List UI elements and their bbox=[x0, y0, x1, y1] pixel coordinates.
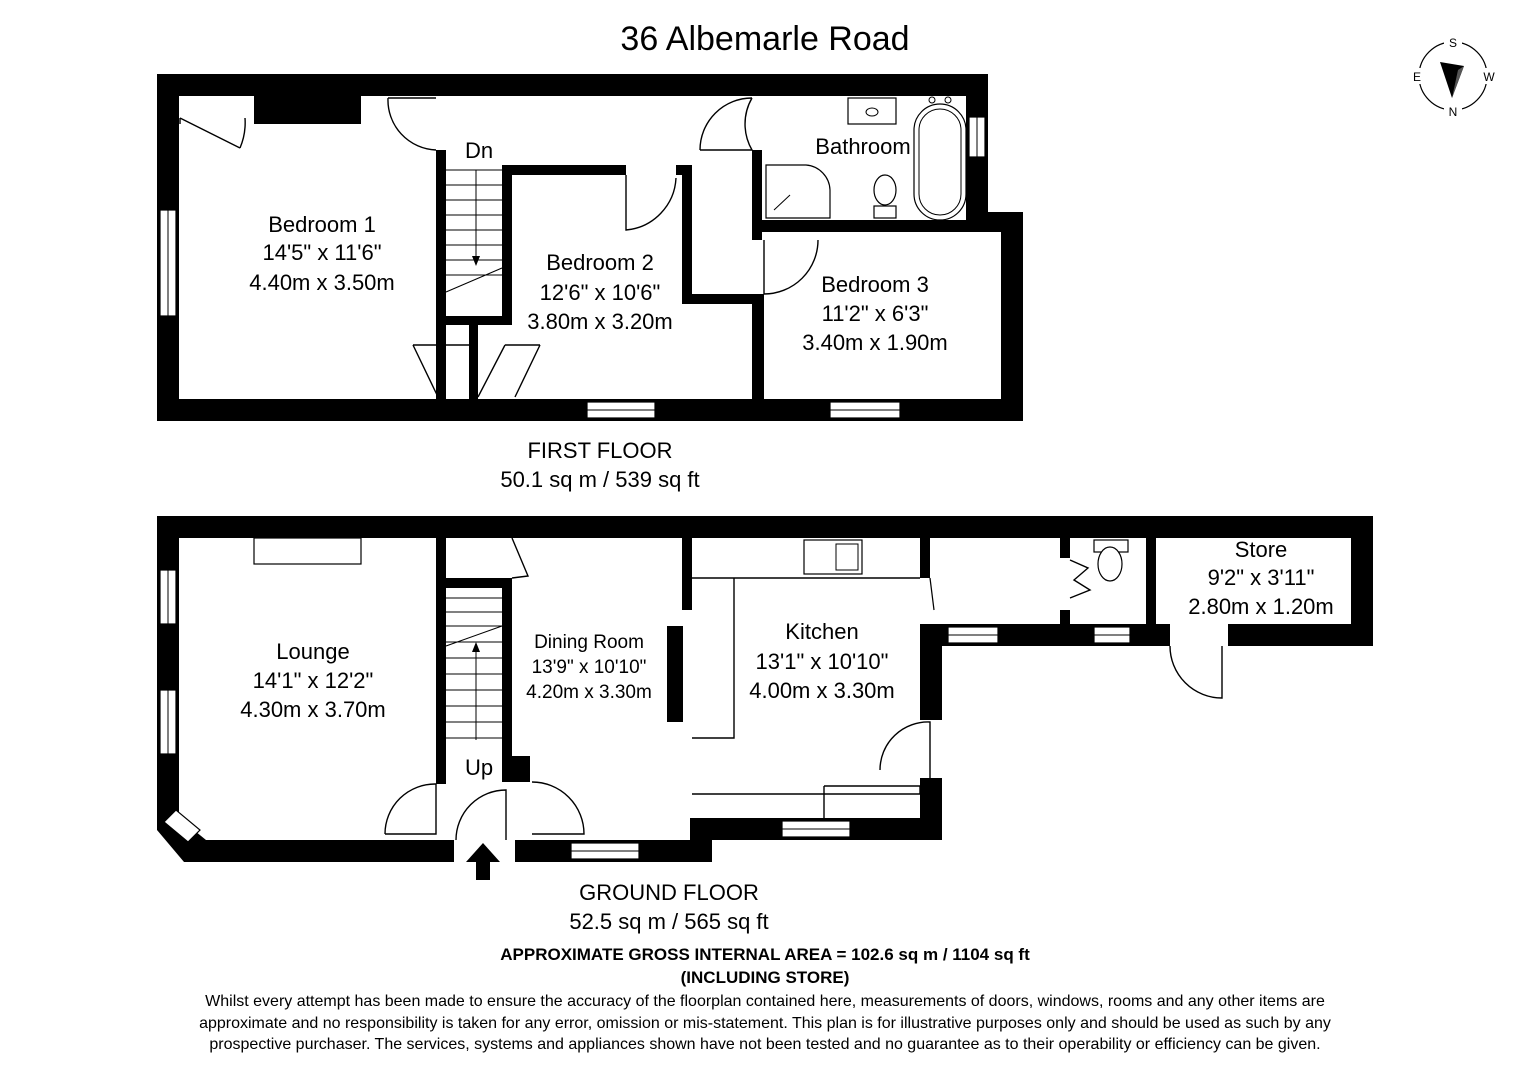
room-imperial: 14'1" x 12'2" bbox=[253, 668, 374, 693]
entrance-arrow-icon bbox=[466, 843, 500, 880]
compass-w-label: W bbox=[1483, 70, 1495, 84]
room-metric: 4.30m x 3.70m bbox=[240, 697, 386, 722]
first-floor-plan bbox=[157, 74, 1023, 421]
disclaimer-line: approximate and no responsibility is tak… bbox=[199, 1015, 1331, 1032]
room-bathroom: Bathroom bbox=[815, 134, 910, 159]
total-area: APPROXIMATE GROSS INTERNAL AREA = 102.6 … bbox=[500, 945, 1030, 964]
room-imperial: 13'9" x 10'10" bbox=[532, 657, 647, 678]
room-imperial: 14'5" x 11'6" bbox=[262, 240, 381, 265]
room-name: Dining Room bbox=[534, 632, 644, 653]
room-name: Kitchen bbox=[785, 619, 858, 644]
room-bedroom-3: Bedroom 3 11'2" x 6'3" 3.40m x 1.90m bbox=[802, 272, 948, 355]
room-imperial: 12'6" x 10'6" bbox=[540, 280, 661, 305]
room-kitchen: Kitchen 13'1" x 10'10" 4.00m x 3.30m bbox=[749, 619, 895, 703]
room-dining-room: Dining Room 13'9" x 10'10" 4.20m x 3.30m bbox=[526, 632, 652, 703]
stairs-label-up: Up bbox=[465, 755, 493, 780]
first-floor-area: 50.1 sq m / 539 sq ft bbox=[500, 467, 699, 492]
compass-e-label: E bbox=[1413, 70, 1421, 84]
disclaimer-line: prospective purchaser. The services, sys… bbox=[209, 1036, 1320, 1053]
room-name: Bedroom 1 bbox=[268, 212, 376, 237]
bathroom-fixtures bbox=[765, 96, 967, 221]
room-name: Bedroom 2 bbox=[546, 250, 654, 275]
room-lounge: Lounge 14'1" x 12'2" 4.30m x 3.70m bbox=[240, 639, 386, 722]
room-metric: 3.40m x 1.90m bbox=[802, 330, 948, 355]
stairs-label-dn: Dn bbox=[465, 138, 493, 163]
room-bedroom-2: Bedroom 2 12'6" x 10'6" 3.80m x 3.20m bbox=[527, 250, 673, 334]
compass-s-label: S bbox=[1449, 36, 1457, 50]
ground-floor-plan bbox=[157, 516, 1373, 880]
room-metric: 4.40m x 3.50m bbox=[249, 270, 395, 295]
stairs-ground-floor bbox=[445, 597, 503, 740]
room-store: Store 9'2" x 3'11" 2.80m x 1.20m bbox=[1188, 537, 1334, 619]
room-metric: 3.80m x 3.20m bbox=[527, 309, 673, 334]
page-title: 36 Albemarle Road bbox=[620, 20, 909, 58]
room-name: Lounge bbox=[276, 639, 349, 664]
total-area-note: (INCLUDING STORE) bbox=[681, 968, 850, 987]
disclaimer-line: Whilst every attempt has been made to en… bbox=[205, 993, 1325, 1010]
compass-icon: S N E W bbox=[1410, 36, 1496, 119]
room-metric: 2.80m x 1.20m bbox=[1188, 594, 1334, 619]
ground-floor-label: GROUND FLOOR bbox=[579, 880, 759, 905]
room-metric: 4.00m x 3.30m bbox=[749, 678, 895, 703]
first-floor-label: FIRST FLOOR bbox=[527, 438, 672, 463]
room-name: Store bbox=[1235, 537, 1288, 562]
ground-floor-area: 52.5 sq m / 565 sq ft bbox=[569, 909, 768, 934]
room-imperial: 11'2" x 6'3" bbox=[822, 301, 929, 326]
compass-n-label: N bbox=[1449, 105, 1458, 119]
room-bedroom-1: Bedroom 1 14'5" x 11'6" 4.40m x 3.50m bbox=[249, 212, 395, 295]
stairs-first-floor bbox=[445, 169, 503, 293]
room-imperial: 9'2" x 3'11" bbox=[1208, 565, 1315, 590]
room-metric: 4.20m x 3.30m bbox=[526, 682, 652, 703]
room-name: Bedroom 3 bbox=[821, 272, 929, 297]
room-imperial: 13'1" x 10'10" bbox=[756, 649, 889, 674]
